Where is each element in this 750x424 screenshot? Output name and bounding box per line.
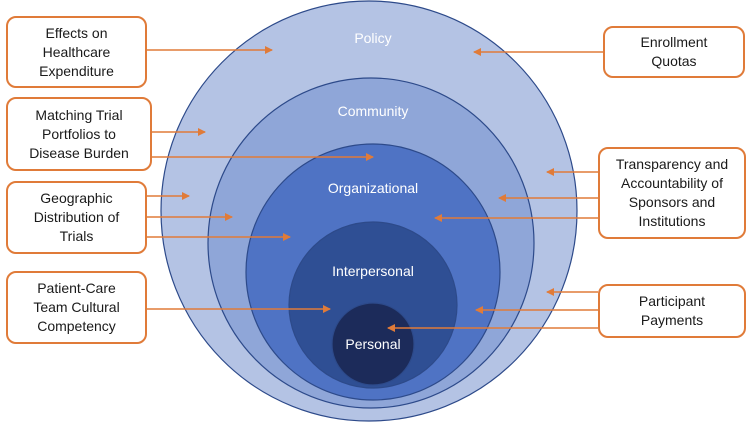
label-interpersonal: Interpersonal <box>332 263 414 279</box>
box-text-line: Sponsors and <box>628 194 716 210</box>
box-text-line: Geographic <box>40 190 113 206</box>
box-text-line: Competency <box>37 318 116 334</box>
box-text-line: Participant <box>638 293 706 309</box>
box-enrollment-quotas: Enrollment Quotas <box>603 26 745 78</box>
box-text-line: Disease Burden <box>29 144 129 161</box>
label-personal: Personal <box>345 336 400 352</box>
box-text-line: Payments <box>640 312 704 328</box>
box-text-line: Accountability of <box>621 175 723 191</box>
label-organizational: Organizational <box>328 180 418 196</box>
box-text-line: Healthcare <box>42 43 111 60</box>
box-text-line: Institutions <box>638 213 706 229</box>
box-participant-payments: Participant Payments <box>598 284 746 338</box>
box-effects-on-healthcare-expenditure: Effects on Healthcare Expenditure <box>6 16 147 88</box>
box-text-line: Team Cultural <box>33 299 120 315</box>
box-text-line: Enrollment <box>640 34 708 50</box>
label-policy: Policy <box>354 30 391 46</box>
box-text-line: Effects on <box>45 24 108 41</box>
box-text-line: Expenditure <box>39 62 114 79</box>
box-matching-trial-portfolios: Matching Trial Portfolios to Disease Bur… <box>6 97 152 171</box>
box-text-line: Distribution of <box>33 209 120 225</box>
box-patient-care-team-cultural-competency: Patient-Care Team Cultural Competency <box>6 271 147 344</box>
ring-personal <box>331 302 415 386</box>
box-transparency-and-accountability: Transparency and Accountability of Spons… <box>598 147 746 239</box>
box-text-line: Patient-Care <box>37 280 116 296</box>
box-text-line: Trials <box>59 228 94 244</box>
box-text-line: Portfolios to <box>42 125 116 142</box>
box-text-line: Matching Trial <box>35 106 123 123</box>
label-community: Community <box>338 103 409 119</box>
box-text-line: Quotas <box>651 53 697 69</box>
box-geographic-distribution-of-trials: Geographic Distribution of Trials <box>6 181 147 254</box>
box-text-line: Transparency and <box>615 156 729 172</box>
